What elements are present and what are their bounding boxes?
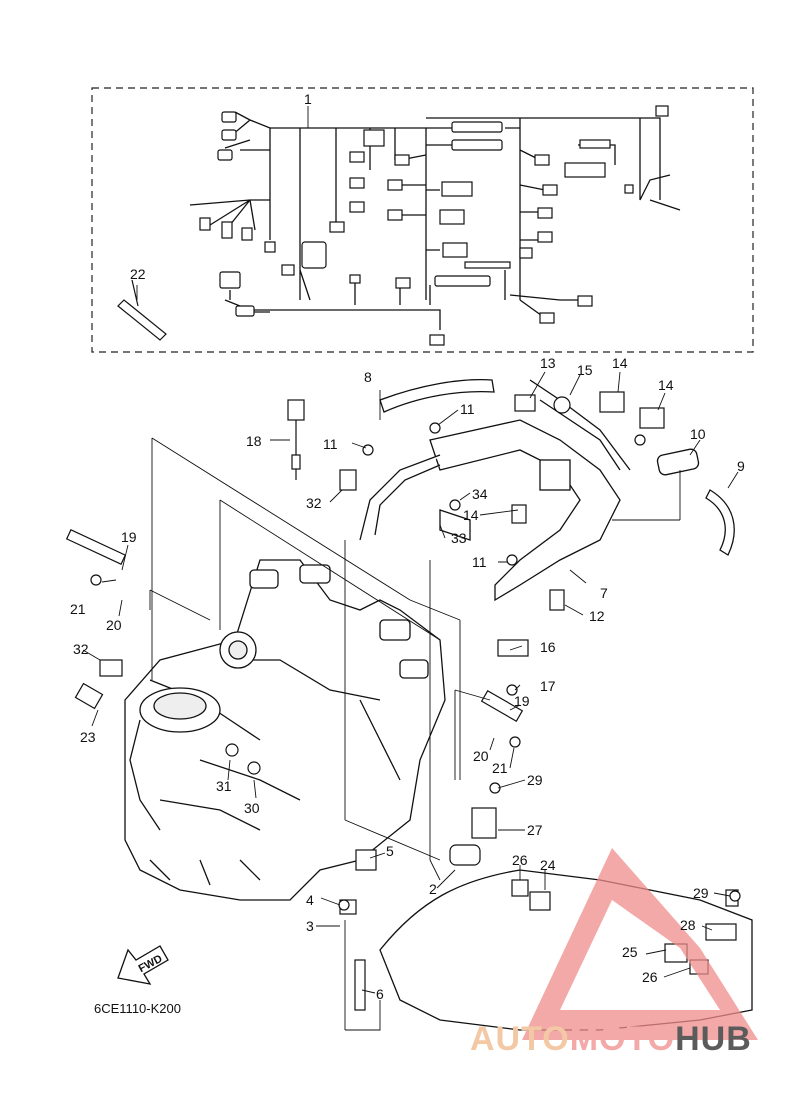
callout-11b: 11: [323, 436, 338, 452]
grommet: [656, 448, 700, 476]
fwd-arrow: [117, 945, 169, 985]
wire-harness: [189, 111, 681, 330]
callout-16: 16: [540, 639, 556, 655]
watermark-part-3: HUB: [675, 1020, 752, 1058]
callout-3: 3: [306, 918, 314, 934]
callout-14a: 14: [612, 355, 628, 371]
diagram-code: 6CE1110-K200: [94, 1001, 181, 1016]
harness-connectors: [199, 105, 669, 346]
leader-lines: [82, 106, 739, 1031]
callout-11a: 11: [460, 401, 475, 417]
callout-27: 27: [527, 822, 543, 838]
callout-30: 30: [244, 800, 260, 816]
callout-25: 25: [622, 944, 638, 960]
callout-29a: 29: [527, 772, 543, 788]
watermark-part-2: MOTO: [569, 1020, 676, 1058]
callout-26a: 26: [512, 852, 528, 868]
callout-4: 4: [306, 892, 314, 908]
callout-17: 17: [540, 678, 556, 694]
callout-7: 7: [600, 585, 608, 601]
watermark-triangle: [522, 848, 758, 1040]
callout-19a: 19: [121, 529, 137, 545]
callout-31: 31: [216, 778, 232, 794]
engine-block: [124, 559, 446, 901]
callout-15: 15: [577, 362, 593, 378]
callout-8: 8: [364, 369, 372, 385]
callout-13: 13: [540, 355, 556, 371]
callout-33: 33: [451, 530, 467, 546]
callout-28: 28: [680, 917, 696, 933]
callout-21a: 21: [70, 601, 86, 617]
clip-part: [705, 489, 735, 556]
watermark-part-1: AUTO: [470, 1020, 570, 1058]
callout-2: 2: [429, 881, 437, 897]
callout-1: 1: [304, 91, 312, 107]
callout-26b: 26: [642, 969, 658, 985]
clamp-bracket: [379, 379, 495, 413]
callout-9: 9: [737, 458, 745, 474]
callout-10: 10: [690, 426, 706, 442]
callout-6: 6: [376, 986, 384, 1002]
callout-5: 5: [386, 843, 394, 859]
callout-34: 34: [472, 486, 488, 502]
callout-20b: 20: [473, 748, 489, 764]
callout-32b: 32: [73, 641, 89, 657]
callout-32a: 32: [306, 495, 322, 511]
watermark-text: AUTOMOTOHUB: [470, 1020, 752, 1059]
tie-strap: [117, 279, 167, 341]
wire-harness-box: [91, 87, 754, 353]
callout-23: 23: [80, 729, 96, 745]
callout-24: 24: [540, 857, 556, 873]
callout-12: 12: [589, 608, 605, 624]
callout-29b: 29: [693, 885, 709, 901]
callout-11c: 11: [472, 554, 487, 570]
callout-19b: 19: [514, 693, 530, 709]
callout-18: 18: [246, 433, 262, 449]
sensor: [287, 399, 305, 480]
callout-14b: 14: [658, 377, 674, 393]
callout-21b: 21: [492, 760, 508, 776]
callout-14c: 14: [463, 507, 479, 523]
bracket-assembly: [359, 379, 631, 602]
callout-22: 22: [130, 266, 146, 282]
callout-20a: 20: [106, 617, 122, 633]
